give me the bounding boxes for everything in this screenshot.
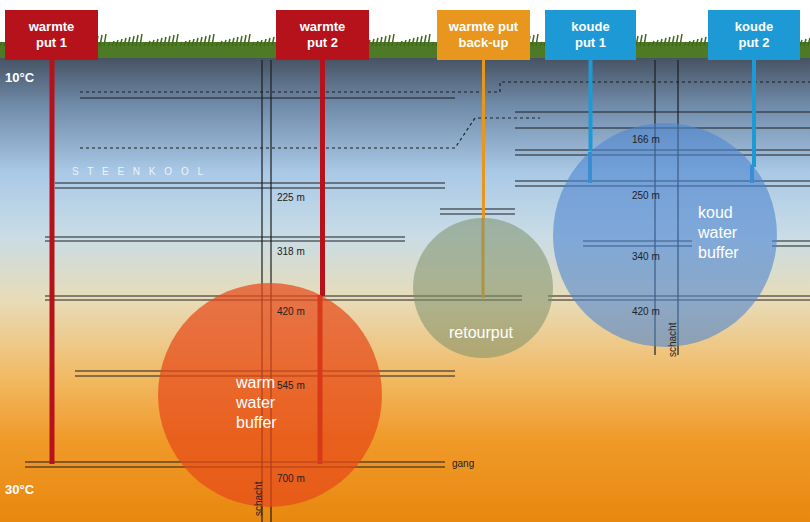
depth-label: 700 m: [277, 473, 305, 484]
depth-label: 250 m: [632, 190, 660, 201]
depth-label: 318 m: [277, 246, 305, 257]
well-pipes: [52, 58, 752, 464]
well-box: koude put 1: [545, 10, 636, 60]
well-box: koude put 2: [708, 10, 800, 60]
well-label: koude put 2: [723, 19, 785, 50]
buffer-circle: koud water buffer: [553, 123, 777, 347]
buffer-label: retourput: [449, 323, 513, 343]
depth-label: 340 m: [632, 251, 660, 262]
depth-label: 420 m: [632, 306, 660, 317]
depth-label: 420 m: [277, 306, 305, 317]
well-pipe: [320, 60, 325, 296]
well-label: warmte put 1: [21, 19, 83, 50]
mine-works: [25, 60, 810, 522]
temperature-label: 30°C: [5, 482, 34, 497]
well-pipe: [752, 60, 756, 167]
temperature-label: 10°C: [5, 70, 34, 85]
circle-shape: [553, 123, 777, 347]
well-box: warmte put 1: [5, 10, 98, 60]
buffer-label: koud water buffer: [698, 203, 768, 263]
buffer-circle: retourput: [413, 218, 553, 358]
gallery-label: gang: [452, 458, 474, 469]
layer-label: S T E E N K O O L: [72, 166, 206, 177]
well-pipe: [482, 60, 485, 218]
well-box: warmte put back-up: [437, 10, 530, 60]
depth-label: 166 m: [632, 134, 660, 145]
shaft-label: schacht: [667, 323, 678, 357]
buffer-circle: warm water buffer: [158, 283, 382, 507]
depth-label: 225 m: [277, 192, 305, 203]
depth-label: 545 m: [277, 380, 305, 391]
well-label: warmte put 2: [292, 19, 354, 50]
well-label: warmte put back-up: [444, 19, 524, 50]
well-pipe: [589, 60, 593, 151]
shaft-label: schacht: [253, 482, 264, 516]
well-label: koude put 1: [560, 19, 622, 50]
well-box: warmte put 2: [276, 10, 369, 60]
grass-blades: [0, 34, 810, 46]
